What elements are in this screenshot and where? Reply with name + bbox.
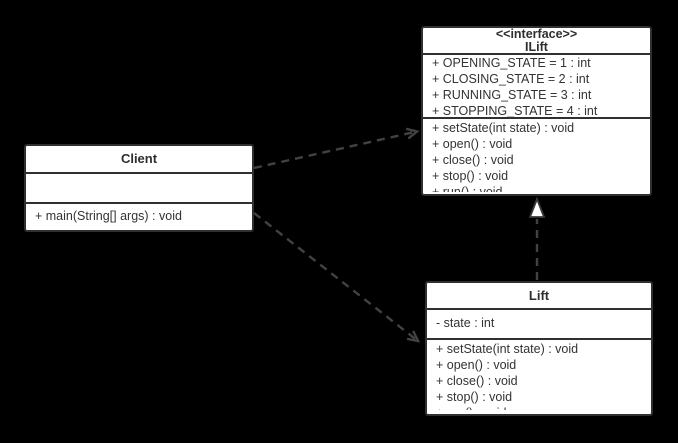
field-row: - state : int [436, 316, 495, 330]
class-box-ilift[interactable]: <<interface>> ILift + OPENING_STATE = 1 … [421, 26, 652, 196]
class-name: Lift [528, 288, 550, 303]
field-row: + CLOSING_STATE = 2 : int [432, 72, 590, 86]
methods-compartment: + main(String[] args) : void [26, 202, 252, 228]
field-row: + STOPPING_STATE = 4 : int [432, 104, 598, 117]
class-header: <<interface>> ILift [423, 28, 650, 53]
dependency-arrow-client-to-ilift[interactable] [253, 132, 417, 170]
method-row: + setState(int state) : void [432, 121, 575, 135]
field-row: + OPENING_STATE = 1 : int [432, 56, 591, 70]
method-row: + stop() : void [432, 169, 509, 183]
method-row: + run() : void [432, 185, 503, 192]
class-name: Client [120, 151, 158, 166]
method-row: + close() : void [432, 153, 514, 167]
methods-compartment: + setState(int state) : void + open() : … [423, 117, 650, 192]
realization-arrow-lift-to-ilift[interactable] [528, 196, 546, 280]
hollow-triangle-icon [528, 196, 546, 218]
methods-compartment: + setState(int state) : void + open() : … [427, 338, 651, 410]
method-row: + close() : void [436, 374, 518, 388]
fields-compartment: - state : int [427, 308, 651, 338]
method-row: + setState(int state) : void [436, 342, 579, 356]
method-row: + run() : void [427, 405, 651, 410]
method-row: + open() : void [432, 137, 513, 151]
method-row: + open() : void [436, 358, 517, 372]
class-name: ILift [525, 39, 548, 53]
method-row: + main(String[] args) : void [35, 209, 182, 223]
stereotype-label: <<interface>> [495, 28, 578, 41]
fields-compartment: + OPENING_STATE = 1 : int + CLOSING_STAT… [423, 53, 650, 117]
method-row: + stop() : void [436, 390, 513, 404]
dependency-arrow-client-to-lift[interactable] [253, 212, 418, 341]
class-box-lift[interactable]: Lift - state : int + setState(int state)… [425, 281, 653, 416]
class-box-client[interactable]: Client + main(String[] args) : void [24, 144, 254, 232]
fields-compartment [26, 172, 252, 202]
field-row: + RUNNING_STATE = 3 : int [432, 88, 592, 102]
